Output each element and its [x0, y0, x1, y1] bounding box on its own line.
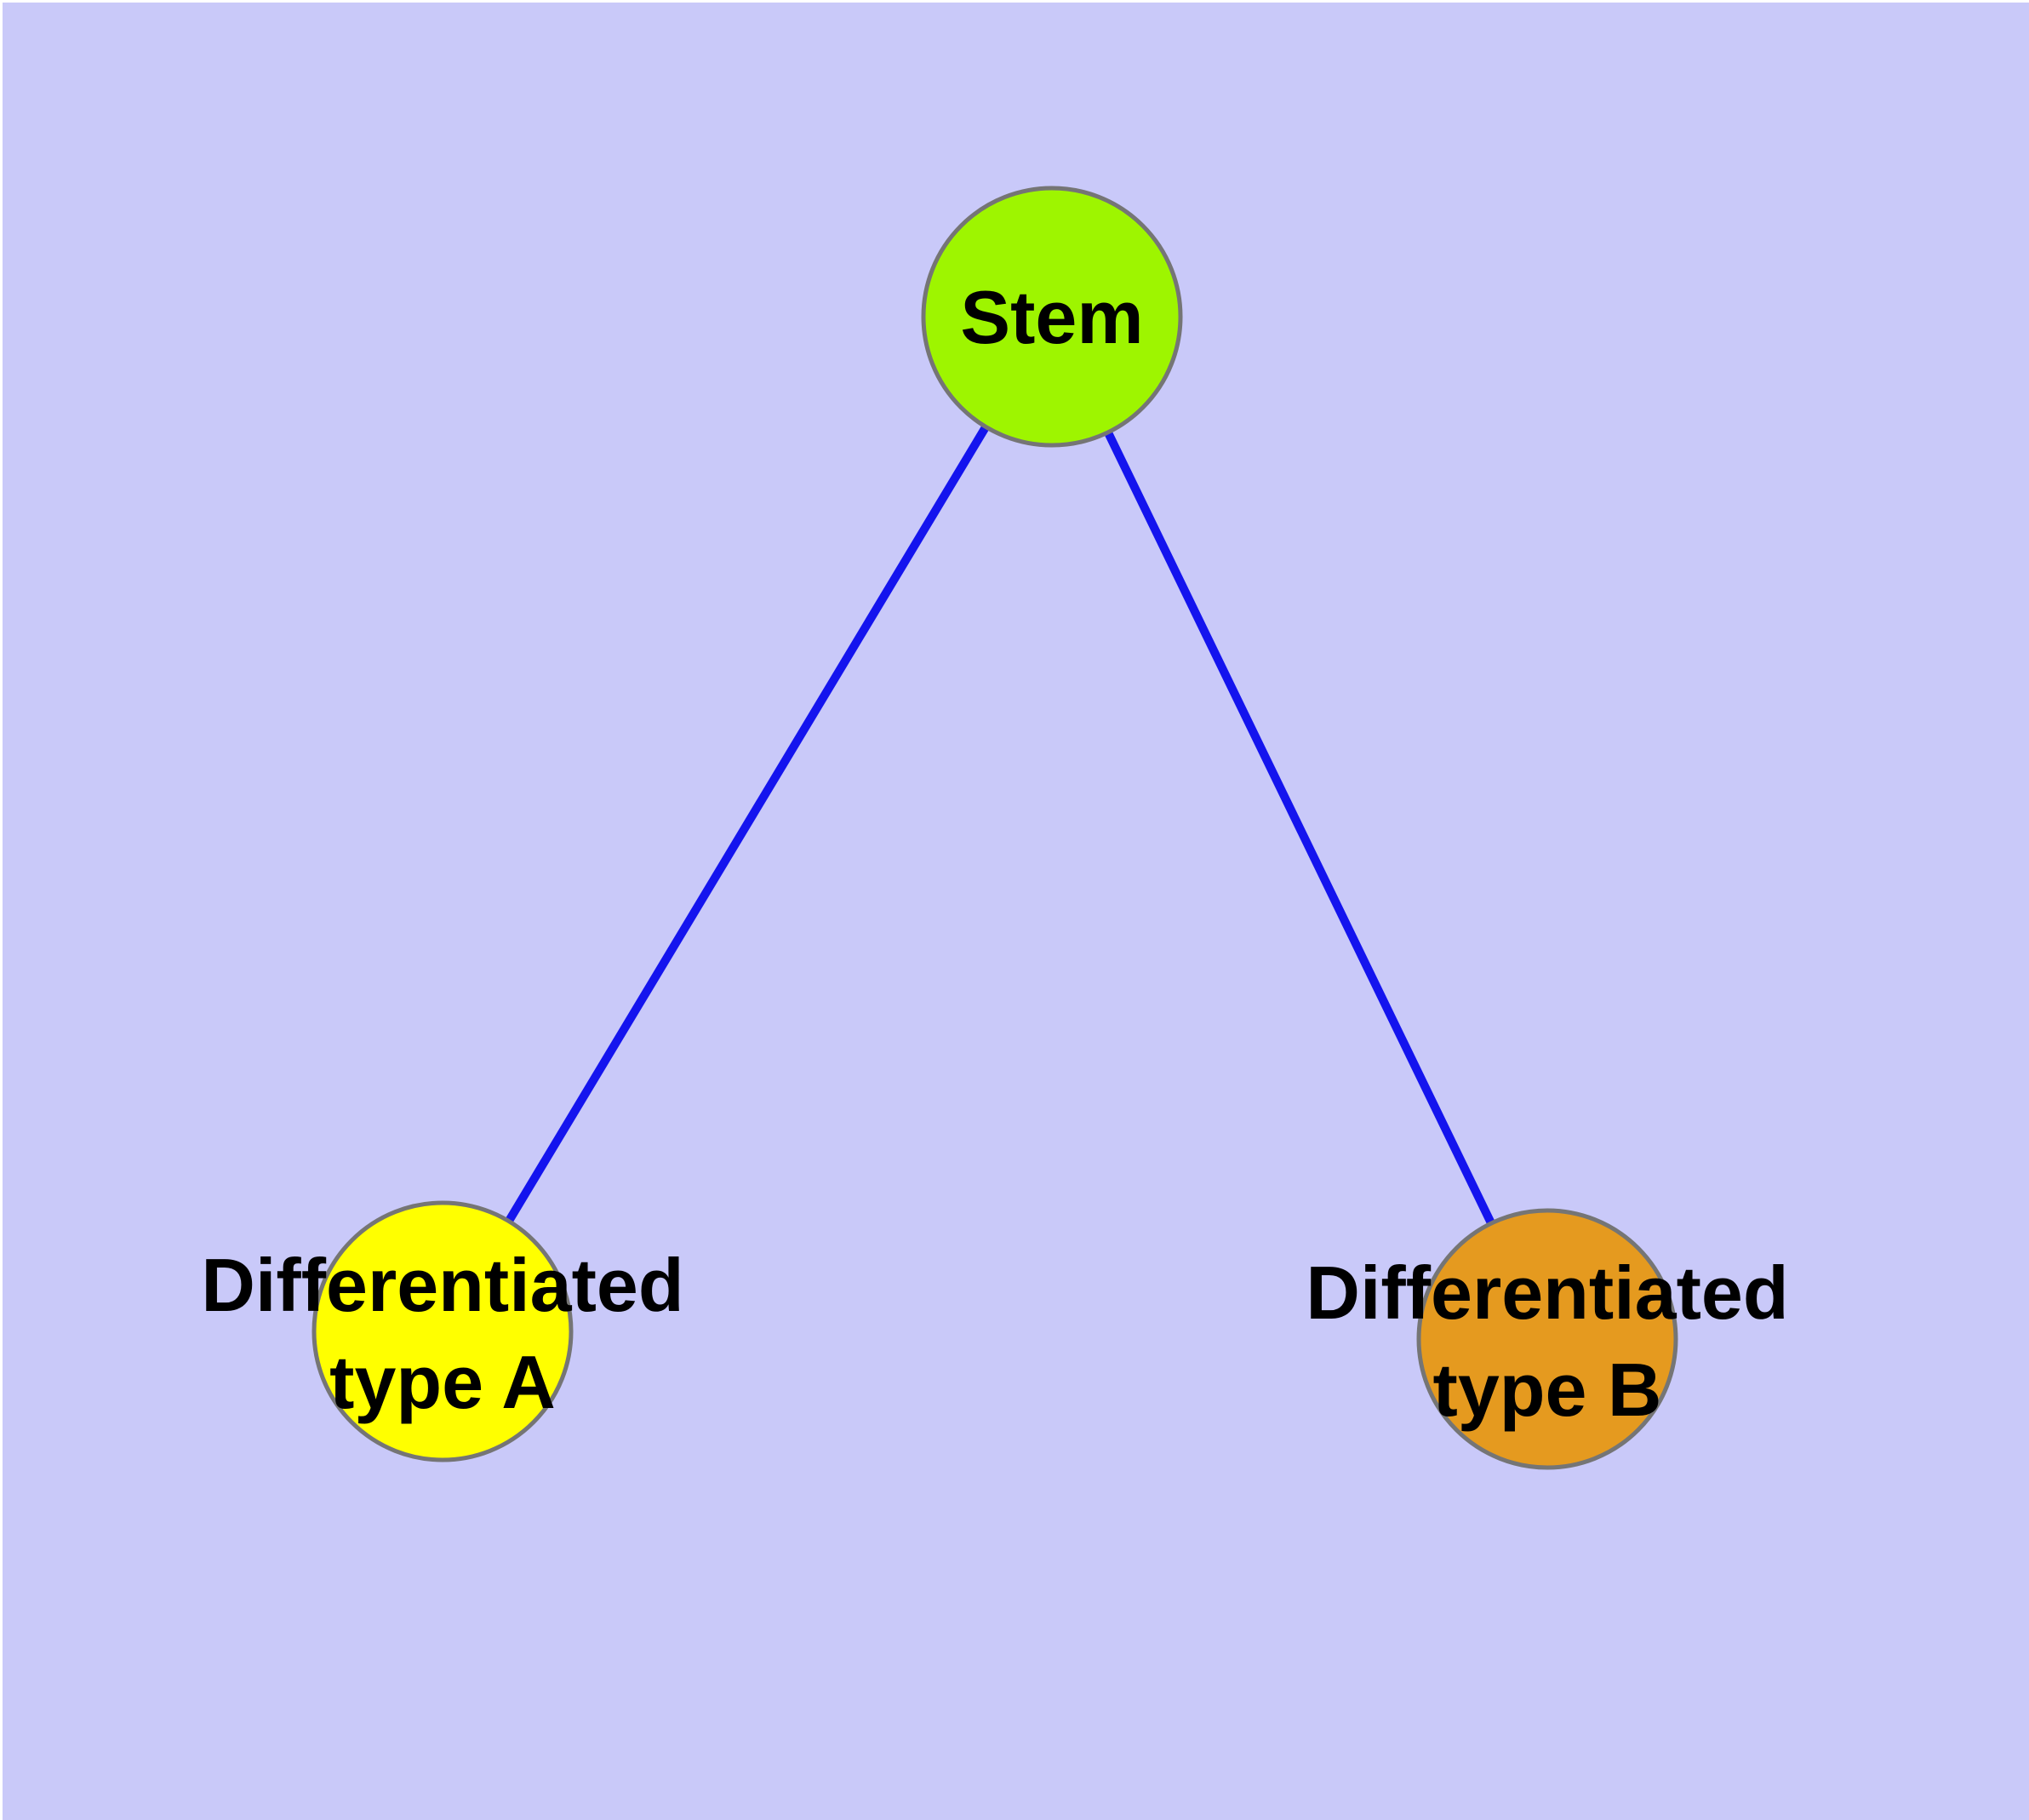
edge-stem-to-type-b — [1048, 314, 1552, 1342]
node-type-b-label-line2: type B — [1433, 1348, 1662, 1432]
node-stem-label: Stem — [960, 275, 1143, 359]
node-type-a-circle — [311, 1200, 574, 1462]
node-type-a-label-line1: Differentiated — [201, 1243, 683, 1327]
node-type-b-circle — [1416, 1208, 1678, 1470]
node-type-a-label-line2: type A — [329, 1340, 556, 1424]
node-stem-circle — [921, 186, 1183, 448]
edge-stem-to-type-a — [438, 314, 1056, 1334]
node-type-b-label-line1: Differentiated — [1306, 1251, 1788, 1335]
